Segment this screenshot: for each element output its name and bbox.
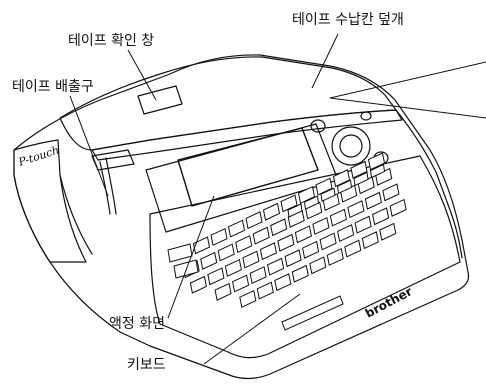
- keyboard-key: [315, 177, 333, 196]
- tape-exit-slot: [99, 157, 117, 215]
- label-tape-cover: 테이프 수납칸 덮개: [292, 12, 404, 28]
- keyboard-key: [192, 236, 211, 255]
- keyboard-key: [245, 211, 263, 230]
- keyboard-key: [274, 273, 292, 292]
- keyboard-key: [277, 233, 295, 252]
- keyboard-key: [242, 250, 260, 269]
- keyboard-key: [232, 274, 250, 293]
- function-key: [353, 171, 369, 187]
- keyboard-key: [207, 267, 225, 286]
- keyboard-key: [379, 222, 397, 241]
- leader-keyboard: [203, 293, 301, 365]
- keyboard-key: [326, 247, 344, 266]
- leader-lcd: [167, 195, 215, 319]
- keyboard-key: [267, 257, 285, 276]
- round-key-left: [310, 119, 326, 133]
- keyboard-key: [249, 266, 267, 285]
- label-lcd: 액정 화면: [109, 316, 165, 332]
- leader-tape-exit: [69, 95, 109, 197]
- keyboard-key: [312, 216, 330, 235]
- label-keyboard: 키보드: [127, 357, 166, 373]
- large-key: [167, 243, 193, 263]
- tape-check-window: [137, 85, 183, 115]
- keyboard-key: [319, 232, 337, 251]
- keyboard-key: [235, 235, 253, 254]
- zoom-line-top: [329, 61, 486, 99]
- keyboard-key: [291, 264, 309, 283]
- keyboard-key: [210, 227, 228, 246]
- keyboard-key: [332, 169, 351, 188]
- keyboard-key: [200, 251, 218, 270]
- brother-logo: brother: [363, 284, 415, 320]
- label-tape-window: 테이프 확인 창: [68, 33, 155, 49]
- keyboard-key: [239, 289, 257, 308]
- keyboard-key: [252, 226, 270, 245]
- cover-rim: [91, 109, 403, 161]
- dpad: [331, 126, 371, 166]
- function-key: [287, 203, 303, 218]
- front-face: [13, 139, 87, 263]
- function-key: [303, 195, 320, 210]
- keyboard-key: [350, 160, 368, 179]
- keyboard-key: [367, 152, 386, 171]
- keyboard-key: [256, 281, 274, 300]
- keyboard-key: [372, 207, 390, 226]
- keyboard-key: [375, 167, 393, 186]
- keyboard-key: [364, 191, 382, 210]
- keyboard-key: [329, 208, 347, 227]
- keyboard-key: [309, 256, 327, 275]
- keyboard-key: [224, 258, 242, 277]
- printer-body: [13, 54, 470, 380]
- lcd-screen: [177, 127, 319, 207]
- keyboard-key: [337, 224, 355, 243]
- function-key: [320, 187, 336, 202]
- zoom-line-bottom: [329, 97, 486, 119]
- function-key: [369, 163, 386, 179]
- keyboard-key: [227, 219, 246, 238]
- spacebar-key: [281, 295, 344, 331]
- label-tape-exit: 테이프 배출구: [12, 79, 94, 95]
- leader-tape-window: [127, 49, 157, 101]
- keyboard-key: [382, 183, 400, 202]
- keyboard-key: [297, 185, 316, 204]
- keyboard-key: [214, 282, 232, 301]
- keyboard-key: [302, 240, 320, 259]
- function-key: [336, 179, 353, 195]
- keyboard-key: [389, 198, 407, 217]
- keyboard-key: [259, 242, 277, 261]
- keyboard-key: [217, 243, 235, 262]
- keyboard-key: [270, 218, 288, 237]
- leader-tape-cover: [311, 33, 339, 89]
- keyboard-deck: [149, 155, 461, 359]
- keyboard-key: [361, 231, 379, 250]
- keyboard-key: [280, 194, 298, 213]
- keyboard-key: [344, 239, 362, 258]
- keyboard-key: [354, 215, 372, 234]
- keyboard-key: [347, 200, 365, 219]
- keyboard-key: [189, 275, 207, 294]
- keyboard-key: [294, 225, 312, 244]
- keyboard-key: [262, 202, 281, 221]
- keyboard-key: [284, 249, 302, 268]
